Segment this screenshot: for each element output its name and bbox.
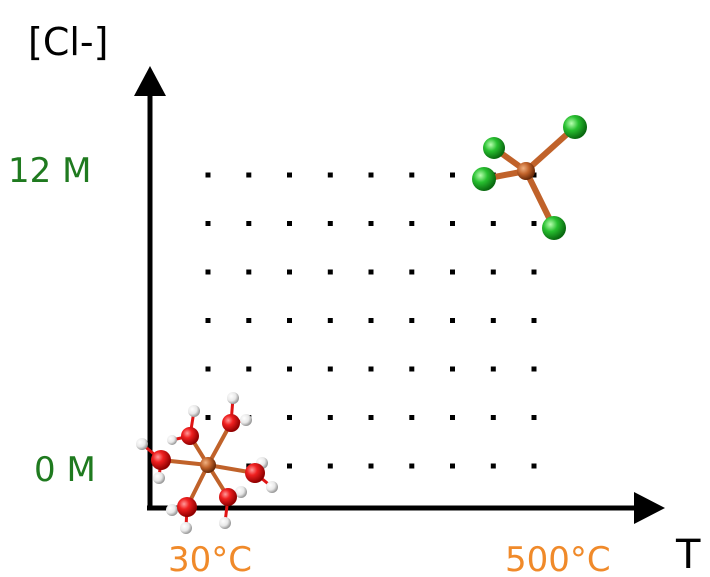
grid-dot <box>368 366 374 372</box>
grid-dot <box>327 366 333 372</box>
grid-dot <box>205 318 211 323</box>
hexaaqua-molecule <box>136 392 278 534</box>
grid-dot <box>450 269 455 275</box>
x-axis-arrowhead <box>634 492 665 524</box>
grid-dot <box>531 221 537 226</box>
dot-grid <box>205 172 537 469</box>
grid-dot <box>450 221 455 226</box>
grid-dot <box>490 463 496 469</box>
grid-dot <box>246 221 252 226</box>
grid-dot <box>287 318 292 323</box>
grid-dot <box>531 318 537 323</box>
grid-dot <box>246 366 252 372</box>
grid-dot <box>368 221 374 226</box>
grid-dot <box>287 366 292 372</box>
x-axis-label: T <box>675 532 701 577</box>
grid-dot <box>490 269 496 275</box>
grid-dot <box>450 172 455 178</box>
y-tick-label-0M: 0 M <box>34 450 96 490</box>
oxygen-atoms <box>151 414 265 517</box>
grid-dot <box>287 463 292 469</box>
grid-dot <box>246 318 252 323</box>
grid-dot <box>450 318 455 323</box>
grid-dot <box>531 415 537 420</box>
grid-dot <box>205 415 211 420</box>
grid-dot <box>327 415 333 420</box>
grid-dot <box>490 415 496 420</box>
grid-dot <box>205 269 211 275</box>
grid-dot <box>409 221 415 226</box>
iron-atom <box>517 162 535 180</box>
grid-dot <box>368 269 374 275</box>
grid-dot <box>287 221 292 226</box>
x-tick-label-500C: 500°C <box>505 540 611 577</box>
y-axis-arrowhead <box>134 66 166 96</box>
grid-dot <box>205 366 211 372</box>
grid-dot <box>327 221 333 226</box>
grid-dot <box>531 463 537 469</box>
grid-dot <box>205 221 211 226</box>
grid-dot <box>490 366 496 372</box>
grid-dot <box>246 269 252 275</box>
grid-dot <box>531 269 537 275</box>
grid-dot <box>327 318 333 323</box>
grid-dot <box>409 318 415 323</box>
grid-dot <box>327 172 333 178</box>
grid-dot <box>409 172 415 178</box>
hydrogen-atoms <box>136 392 278 534</box>
grid-dot <box>368 415 374 420</box>
y-axis <box>134 66 166 510</box>
iron-atom <box>200 457 216 473</box>
tetrachloro-molecule <box>472 115 587 240</box>
grid-dot <box>409 415 415 420</box>
grid-dot <box>327 463 333 469</box>
grid-dot <box>287 415 292 420</box>
grid-dot <box>450 463 455 469</box>
chlorine-atoms <box>472 115 587 240</box>
grid-dot <box>246 172 252 178</box>
grid-dot <box>205 172 211 178</box>
grid-dot <box>287 269 292 275</box>
y-tick-label-12M: 12 M <box>8 151 91 191</box>
grid-dot <box>368 463 374 469</box>
grid-dot <box>531 366 537 372</box>
grid-dot <box>287 172 292 178</box>
grid-dot <box>490 318 496 323</box>
grid-dot <box>450 366 455 372</box>
grid-dot <box>490 221 496 226</box>
grid-dot <box>409 366 415 372</box>
grid-dot <box>409 269 415 275</box>
y-axis-label: [Cl-] <box>28 20 108 64</box>
grid-dot <box>368 318 374 323</box>
grid-dot <box>450 415 455 420</box>
x-tick-label-30C: 30°C <box>168 540 252 577</box>
grid-dot <box>409 463 415 469</box>
grid-dot <box>327 269 333 275</box>
grid-dot <box>368 172 374 178</box>
x-axis <box>147 492 665 524</box>
